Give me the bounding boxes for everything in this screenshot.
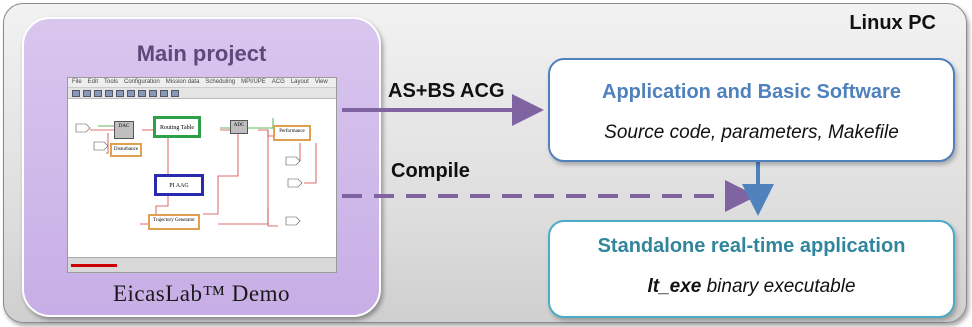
menu-item: Edit bbox=[87, 79, 99, 85]
tool-icon bbox=[94, 90, 102, 97]
tool-icon bbox=[83, 90, 91, 97]
menu-item: Scheduling bbox=[205, 79, 236, 85]
executable-name: lt_exe bbox=[647, 276, 702, 297]
main-project-title: Main project bbox=[136, 41, 267, 66]
block-disturbance: Disturbance bbox=[110, 143, 142, 157]
asbs-title: Application and Basic Software bbox=[602, 81, 901, 103]
block-trajectory-generator: Trajectory Generator bbox=[148, 214, 200, 230]
menu-item: Layout bbox=[290, 79, 309, 85]
standalone-subtitle: lt_exe binary executable bbox=[550, 276, 953, 298]
eicaslab-demo-label: EicasLab™ Demo bbox=[112, 281, 291, 306]
asbs-subtitle: Source code, parameters, Makefile bbox=[604, 122, 899, 143]
asbs-acg-label: AS+BS ACG bbox=[388, 80, 505, 102]
standalone-application-box: Standalone real-time application lt_exe … bbox=[548, 220, 955, 318]
tool-icon bbox=[105, 90, 113, 97]
eicaslab-screenshot: File Edit Tools Configuration Mission da… bbox=[67, 77, 337, 273]
block-performance: Performance bbox=[273, 125, 311, 141]
menu-item: View bbox=[314, 79, 328, 85]
standalone-title: Standalone real-time application bbox=[597, 235, 906, 257]
executable-description: binary executable bbox=[701, 276, 856, 297]
application-basic-software-box: Application and Basic Software Source co… bbox=[548, 58, 955, 162]
screenshot-status-bar bbox=[68, 257, 336, 272]
menu-item: ACG bbox=[271, 79, 285, 85]
menu-item: Tools bbox=[104, 79, 119, 85]
menu-item: Configuration bbox=[124, 79, 160, 85]
block-routing-table: Routing Table bbox=[153, 116, 201, 138]
tool-icon bbox=[171, 90, 179, 97]
tool-icon bbox=[116, 90, 124, 97]
tool-icon bbox=[127, 90, 135, 97]
compile-label: Compile bbox=[391, 160, 470, 182]
screenshot-menubar: File Edit Tools Configuration Mission da… bbox=[68, 78, 336, 88]
menu-item: MPI/UPE bbox=[241, 79, 266, 85]
menu-item: Mission data bbox=[165, 79, 200, 85]
main-project-box: Main project File Edit Tools Configurati… bbox=[22, 17, 381, 317]
block-dac: DAC bbox=[114, 121, 134, 139]
tool-icon bbox=[160, 90, 168, 97]
tool-icon bbox=[149, 90, 157, 97]
linux-pc-label: Linux PC bbox=[849, 12, 936, 34]
screenshot-toolbar bbox=[68, 88, 336, 99]
block-connections bbox=[75, 118, 317, 227]
tool-icon bbox=[72, 90, 80, 97]
block-pi-aag: PI AAG bbox=[154, 174, 204, 196]
block-adc: ADC bbox=[230, 120, 248, 134]
tool-icon bbox=[138, 90, 146, 97]
menu-item: File bbox=[72, 79, 82, 85]
screenshot-progress-indicator bbox=[71, 264, 117, 267]
